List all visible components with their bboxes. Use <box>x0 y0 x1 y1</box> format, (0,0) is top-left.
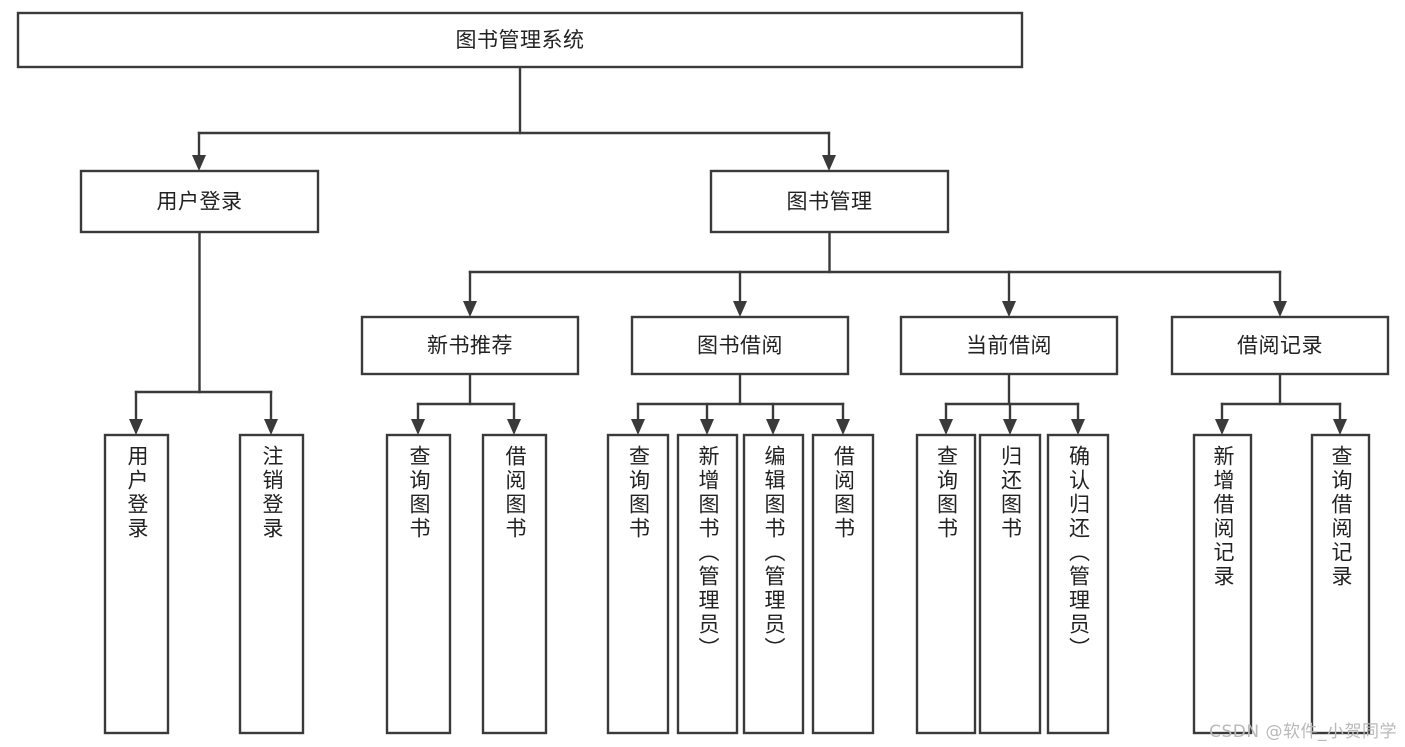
node-box-book-borrow[interactable] <box>630 315 850 376</box>
connector-bookborrow-to-leaves <box>631 372 850 435</box>
connector-layer <box>129 65 1347 435</box>
connector-userlogin-to-leaves <box>129 230 278 435</box>
node-box-user-login[interactable] <box>79 169 320 234</box>
node-label-borrow-record: 借阅记录 <box>1237 334 1323 358</box>
node-box-leaf-edit-book-admin[interactable] <box>742 433 805 735</box>
node-box-leaf-query-book-recommend[interactable] <box>385 433 452 735</box>
node-box-new-book-recommend[interactable] <box>360 315 580 376</box>
node-box-layer <box>16 11 1390 735</box>
node-label-book-manage: 图书管理 <box>787 190 873 214</box>
node-box-leaf-user-login[interactable] <box>103 433 170 735</box>
node-label-new-book-recommend: 新书推荐 <box>427 334 513 358</box>
node-box-leaf-add-borrow-record[interactable] <box>1192 433 1253 735</box>
node-box-leaf-query-borrow-record[interactable] <box>1310 433 1371 735</box>
node-label-user-login: 用户登录 <box>157 190 243 214</box>
node-box-root[interactable] <box>16 11 1024 69</box>
node-box-current-borrow[interactable] <box>899 315 1119 376</box>
node-box-leaf-query-book-borrow[interactable] <box>606 433 670 735</box>
connector-root-to-level2 <box>192 65 836 171</box>
connector-recommend-to-leaves <box>411 372 521 435</box>
node-box-book-manage[interactable] <box>709 169 950 234</box>
node-box-leaf-borrow-book-recommend[interactable] <box>481 433 548 735</box>
node-box-leaf-borrow-book[interactable] <box>811 433 875 735</box>
node-label-current-borrow: 当前借阅 <box>966 334 1052 358</box>
node-box-leaf-user-logout[interactable] <box>238 433 305 735</box>
connector-borrowrecord-to-leaves <box>1215 372 1347 435</box>
node-box-leaf-confirm-return-admin[interactable] <box>1046 433 1110 735</box>
node-label-book-borrow: 图书借阅 <box>697 334 783 358</box>
connector-currentborrow-to-leaves <box>939 372 1085 435</box>
csdn-watermark: CSDN @软件_小贺同学 <box>1209 722 1397 742</box>
node-box-leaf-add-book-admin[interactable] <box>676 433 739 735</box>
node-box-leaf-query-book-current[interactable] <box>915 433 977 735</box>
connector-bookmanage-to-level3 <box>463 230 1287 317</box>
node-box-borrow-record[interactable] <box>1170 315 1390 376</box>
node-box-leaf-return-book[interactable] <box>978 433 1042 735</box>
node-label-root: 图书管理系统 <box>456 28 585 52</box>
